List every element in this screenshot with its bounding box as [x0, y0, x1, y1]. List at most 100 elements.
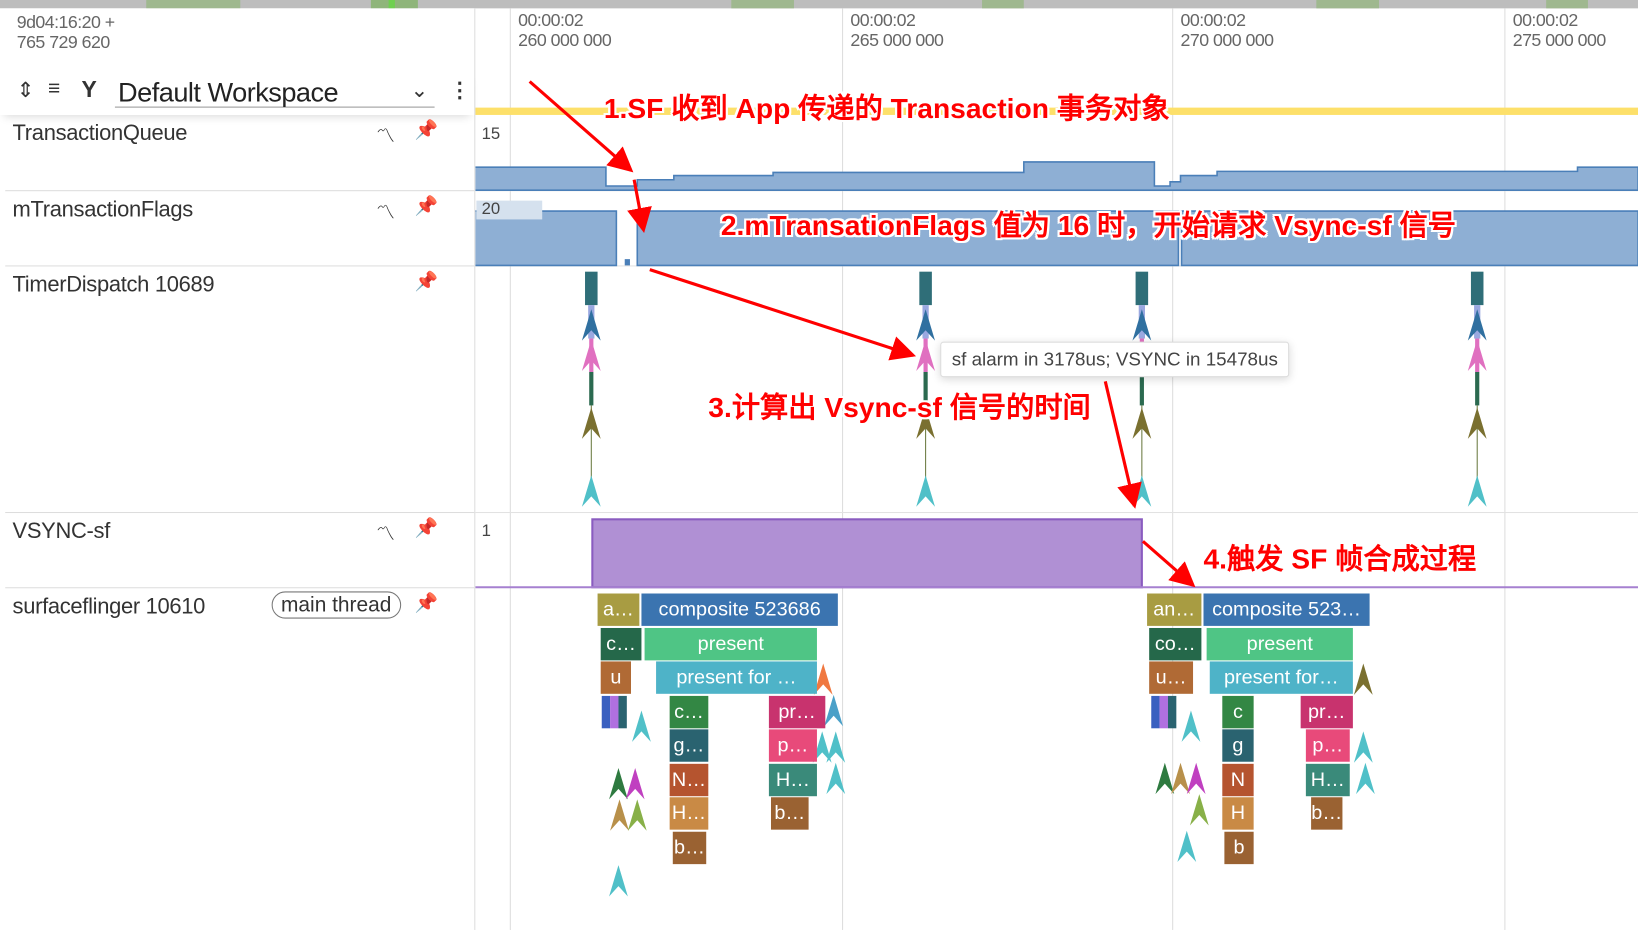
thread-slice[interactable]: H…: [768, 763, 817, 796]
instant-event-marker[interactable]: [1155, 762, 1175, 795]
instant-event-marker[interactable]: [1132, 475, 1152, 507]
thread-slice[interactable]: p…: [768, 729, 817, 762]
thread-slice[interactable]: p…: [1305, 729, 1350, 762]
slice-mark[interactable]: [1167, 695, 1177, 729]
instant-event-marker[interactable]: [1353, 663, 1373, 695]
track-surfaceflinger[interactable]: surfaceflinger 10610 main thread 📌: [5, 587, 475, 931]
pin-icon[interactable]: 📌: [414, 517, 439, 539]
thread-slice[interactable]: a…: [597, 593, 640, 626]
more-vert-icon[interactable]: ⋮: [449, 79, 471, 103]
slice-mark[interactable]: [1476, 405, 1478, 479]
chart-icon[interactable]: 〽: [376, 201, 395, 223]
thread-slice[interactable]: co…: [1149, 627, 1202, 660]
instant-event-marker[interactable]: [632, 710, 651, 742]
instant-event-marker[interactable]: [1356, 762, 1375, 795]
instant-event-marker[interactable]: [813, 663, 833, 695]
instant-event-marker[interactable]: [1189, 794, 1209, 826]
thread-slice[interactable]: c: [1222, 695, 1254, 728]
instant-event-marker[interactable]: [1181, 710, 1201, 742]
thread-slice[interactable]: b…: [672, 831, 707, 864]
slice-mark[interactable]: [1475, 371, 1480, 406]
instant-event-marker[interactable]: [916, 339, 936, 371]
slice-mark[interactable]: [610, 695, 619, 729]
overview-timeline[interactable]: [0, 0, 1638, 9]
slice-mark[interactable]: [1135, 271, 1149, 306]
instant-event-marker[interactable]: [610, 799, 629, 831]
instant-event-marker[interactable]: [627, 799, 647, 831]
thread-slice[interactable]: N…: [669, 763, 709, 796]
instant-event-marker[interactable]: [581, 309, 601, 341]
thread-slice[interactable]: u…: [1149, 661, 1194, 694]
instant-event-marker[interactable]: [812, 731, 832, 763]
instant-event-marker[interactable]: [916, 407, 936, 439]
instant-event-marker[interactable]: [1177, 830, 1197, 863]
thread-slice[interactable]: present for …: [656, 661, 817, 694]
instant-event-marker[interactable]: [916, 309, 936, 341]
workspace-select[interactable]: Default Workspace ⌄: [114, 73, 435, 108]
thread-slice[interactable]: present: [1206, 627, 1353, 660]
instant-event-marker[interactable]: [581, 475, 601, 507]
chart-icon[interactable]: 〽: [376, 125, 395, 147]
pin-icon[interactable]: 📌: [414, 592, 439, 614]
pin-icon[interactable]: 📌: [414, 119, 439, 141]
thread-slice[interactable]: composite 523686: [641, 593, 838, 626]
thread-slice[interactable]: u: [600, 661, 631, 694]
instant-event-marker[interactable]: [581, 339, 601, 371]
instant-event-marker[interactable]: [826, 762, 846, 795]
track-vsync-sf[interactable]: VSYNC-sf 〽 📌: [5, 512, 475, 588]
instant-event-marker[interactable]: [1467, 339, 1487, 371]
slice-mark[interactable]: [1139, 371, 1144, 406]
instant-event-marker[interactable]: [1467, 475, 1487, 507]
thread-slice[interactable]: b…: [770, 797, 809, 830]
track-timerdispatch[interactable]: TimerDispatch 10689 📌: [5, 265, 475, 513]
slice-mark[interactable]: [601, 695, 611, 729]
filter-icon[interactable]: Y: [81, 76, 97, 103]
instant-event-marker[interactable]: [1353, 731, 1373, 763]
instant-event-marker[interactable]: [916, 475, 936, 507]
slice-mark[interactable]: [1141, 405, 1143, 479]
chart-icon[interactable]: 〽: [376, 523, 395, 545]
instant-event-marker[interactable]: [1132, 407, 1152, 439]
pin-icon[interactable]: 📌: [414, 195, 439, 217]
thread-slice[interactable]: c…: [600, 627, 642, 660]
instant-event-marker[interactable]: [1171, 762, 1190, 795]
track-transactionqueue[interactable]: TransactionQueue 〽 📌: [5, 115, 474, 190]
instant-event-marker[interactable]: [1132, 309, 1152, 341]
instant-event-marker[interactable]: [1467, 407, 1487, 439]
thread-slice[interactable]: present: [644, 627, 817, 660]
instant-event-marker[interactable]: [581, 407, 601, 439]
instant-event-marker[interactable]: [1186, 762, 1206, 795]
slice-mark[interactable]: [1470, 271, 1484, 306]
thread-slice[interactable]: g…: [669, 729, 709, 762]
instant-event-marker[interactable]: [609, 865, 628, 897]
slice-mark[interactable]: [585, 271, 598, 306]
slice-mark[interactable]: [590, 405, 592, 479]
thread-slice[interactable]: N: [1222, 763, 1254, 796]
collapse-all-icon[interactable]: ⇕: [16, 79, 35, 103]
thread-slice[interactable]: H: [1222, 797, 1254, 830]
sort-icon[interactable]: ≡: [48, 77, 61, 101]
slice-mark[interactable]: [925, 405, 927, 479]
thread-slice[interactable]: b: [1224, 831, 1254, 864]
thread-slice[interactable]: present for…: [1209, 661, 1353, 694]
thread-slice[interactable]: an…: [1147, 593, 1202, 626]
instant-event-marker[interactable]: [609, 768, 628, 800]
thread-slice[interactable]: H…: [1305, 763, 1350, 796]
thread-slice[interactable]: pr…: [1300, 695, 1353, 728]
thread-slice[interactable]: g: [1222, 729, 1254, 762]
thread-slice[interactable]: pr…: [768, 695, 826, 728]
slice-mark[interactable]: [1159, 695, 1168, 729]
instant-event-marker[interactable]: [1467, 309, 1487, 341]
slice-mark[interactable]: [618, 695, 627, 729]
instant-event-marker[interactable]: [625, 768, 645, 800]
slice-mark[interactable]: [1151, 695, 1160, 729]
thread-slice[interactable]: composite 523…: [1203, 593, 1370, 626]
slice-mark[interactable]: [589, 371, 594, 406]
slice-mark[interactable]: [923, 371, 928, 406]
thread-slice[interactable]: c…: [669, 695, 709, 728]
instant-event-marker[interactable]: [824, 694, 844, 727]
thread-slice[interactable]: H…: [669, 797, 709, 830]
slice-mark[interactable]: [919, 271, 932, 306]
pin-icon[interactable]: 📌: [414, 270, 439, 292]
instant-event-marker[interactable]: [826, 731, 846, 763]
